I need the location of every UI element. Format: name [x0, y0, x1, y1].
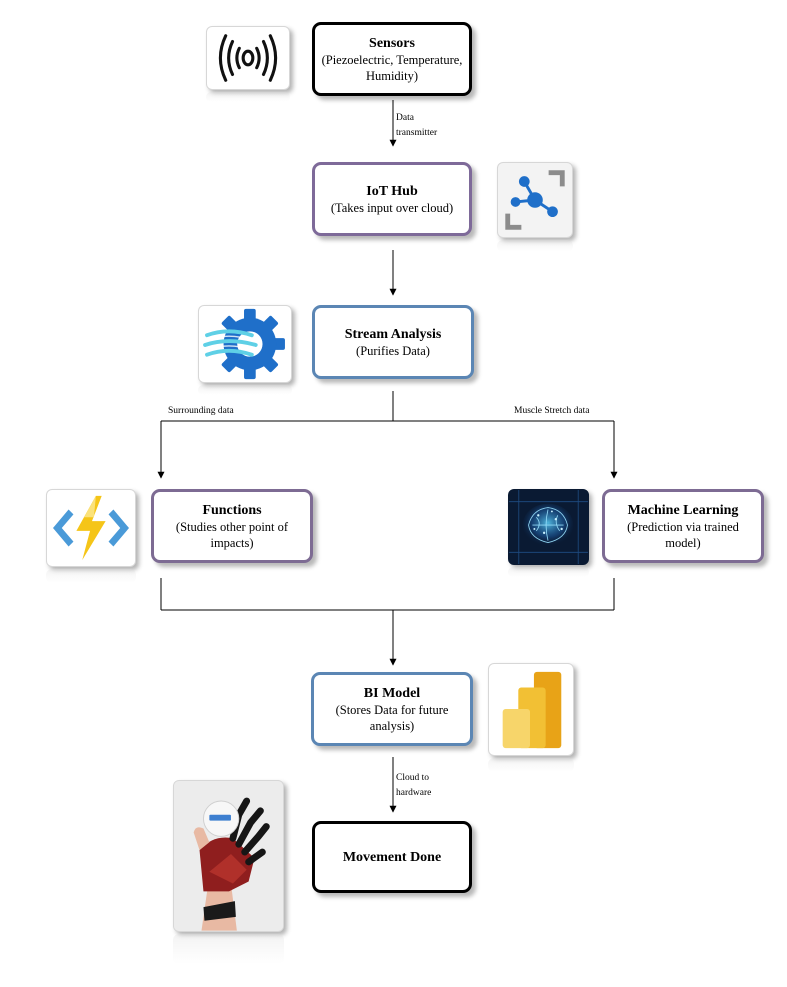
- node-bi-model-subtitle: (Stores Data for future analysis): [335, 702, 449, 733]
- node-sensors: Sensors (Piezoelectric, Temperature, Hum…: [312, 22, 472, 96]
- edge-label-cloud-to-hardware: Cloud to hardware: [396, 773, 432, 798]
- node-movement-done: Movement Done: [312, 821, 472, 893]
- ai-brain-icon: [508, 489, 589, 565]
- node-sensors-subtitle: (Piezoelectric, Temperature, Humidity): [321, 52, 463, 83]
- node-stream-analysis: Stream Analysis (Purifies Data): [312, 305, 474, 379]
- stream-analytics-gear-icon: [198, 305, 292, 383]
- ai-brain-icon-reflection: [508, 567, 589, 577]
- edge-label-muscle-stretch-data: Muscle Stretch data: [514, 406, 590, 416]
- power-bi-icon: [488, 663, 574, 756]
- node-functions: Functions (Studies other point of impact…: [151, 489, 313, 563]
- signal-waves-icon: [206, 26, 290, 90]
- node-stream-analysis-subtitle: (Purifies Data): [356, 343, 430, 358]
- iot-hub-icon: [497, 162, 573, 238]
- power-bi-icon-reflection: [488, 758, 574, 772]
- node-movement-done-title: Movement Done: [342, 849, 442, 865]
- node-stream-analysis-title: Stream Analysis: [344, 326, 442, 342]
- robotic-glove-hand-icon-reflection: [173, 934, 284, 964]
- edge-label-surrounding-data: Surrounding data: [168, 406, 234, 416]
- iot-hub-icon-reflection: [497, 240, 573, 252]
- node-iot-hub-title: IoT Hub: [366, 183, 418, 199]
- azure-functions-bolt-icon: [46, 489, 136, 567]
- node-sensors-title: Sensors: [369, 35, 415, 51]
- node-iot-hub-subtitle: (Takes input over cloud): [330, 200, 454, 215]
- node-iot-hub: IoT Hub (Takes input over cloud): [312, 162, 472, 236]
- signal-waves-icon-reflection: [206, 92, 290, 102]
- robotic-glove-hand-icon: [173, 780, 284, 932]
- node-bi-model-title: BI Model: [363, 685, 421, 701]
- node-bi-model: BI Model (Stores Data for future analysi…: [311, 672, 473, 746]
- edge-label-data-transmitter: Data transmitter: [396, 113, 438, 138]
- node-machine-learning: Machine Learning (Prediction via trained…: [602, 489, 764, 563]
- node-functions-subtitle: (Studies other point of impacts): [175, 519, 289, 550]
- node-machine-learning-subtitle: (Prediction via trained model): [627, 519, 739, 550]
- stream-analytics-gear-icon-reflection: [198, 385, 292, 395]
- node-machine-learning-title: Machine Learning: [627, 502, 739, 518]
- node-functions-title: Functions: [202, 502, 262, 518]
- azure-functions-bolt-icon-reflection: [46, 569, 136, 583]
